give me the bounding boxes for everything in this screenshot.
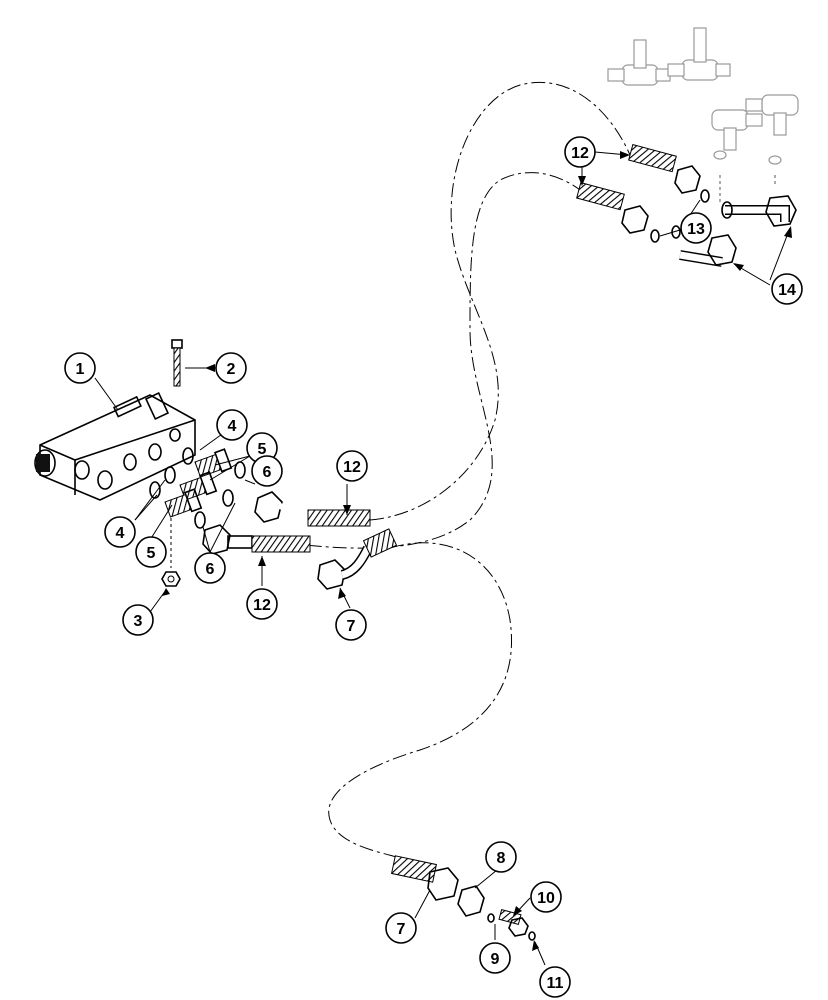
svg-text:14: 14: [778, 282, 796, 299]
upper-right-hoses: [576, 143, 797, 267]
callout-12-middle: 12: [336, 450, 368, 482]
o-rings: [149, 447, 246, 529]
callout-11: 11: [539, 966, 571, 998]
callout-4-lower: 4: [104, 516, 136, 548]
leader-lines: [94, 151, 792, 966]
svg-text:6: 6: [206, 561, 215, 578]
svg-text:5: 5: [147, 545, 156, 562]
svg-text:10: 10: [537, 890, 555, 907]
svg-text:7: 7: [347, 618, 356, 635]
svg-text:9: 9: [491, 951, 500, 968]
svg-text:8: 8: [497, 850, 506, 867]
callout-2: 2: [215, 352, 247, 384]
hose-routing-lines: [257, 81, 631, 859]
svg-text:2: 2: [227, 361, 236, 378]
bolt: [171, 339, 205, 387]
svg-text:3: 3: [134, 613, 143, 630]
hose-route-lower: [328, 542, 512, 859]
hose-route-upper: [369, 81, 631, 521]
callout-7-bottom: 7: [385, 912, 417, 944]
callout-13: 13: [680, 212, 712, 244]
svg-text:13: 13: [687, 221, 705, 238]
bottom-hose-assembly: [390, 855, 536, 941]
svg-text:7: 7: [397, 921, 406, 938]
callout-12-upper-right: 12: [564, 136, 596, 168]
svg-text:4: 4: [228, 418, 237, 435]
adapters: [164, 448, 233, 518]
svg-text:1: 1: [76, 361, 85, 378]
hose-assembly-lower: [202, 524, 311, 555]
callout-10: 10: [530, 881, 562, 913]
tee-fittings-ghosted: [607, 27, 799, 205]
callout-1: 1: [64, 352, 96, 384]
callout-8: 8: [485, 841, 517, 873]
callout-3: 3: [122, 604, 154, 636]
callout-5-lower: 5: [135, 536, 167, 568]
callouts: 1 2 3 4 4 5 5 6 6 7 7 8 9 10 11 12 12 12…: [64, 136, 803, 998]
callout-4-upper: 4: [216, 409, 248, 441]
callout-9: 9: [479, 942, 511, 974]
hose-assembly-elbow: [317, 528, 398, 590]
callout-12-lower: 12: [246, 588, 278, 620]
callout-14: 14: [771, 273, 803, 305]
svg-text:11: 11: [547, 975, 564, 992]
svg-text:12: 12: [253, 597, 271, 614]
svg-text:12: 12: [571, 145, 589, 162]
svg-text:12: 12: [343, 459, 361, 476]
callout-6-upper: 6: [251, 455, 283, 487]
callout-7-middle: 7: [335, 609, 367, 641]
valve-body: [34, 392, 196, 501]
hose-assembly-upper: [254, 491, 371, 527]
callout-6-lower: 6: [194, 552, 226, 584]
svg-text:5: 5: [258, 441, 267, 458]
nut: [161, 500, 181, 587]
svg-text:4: 4: [116, 525, 125, 542]
svg-text:6: 6: [263, 464, 272, 481]
hose-route-middle: [257, 172, 581, 549]
